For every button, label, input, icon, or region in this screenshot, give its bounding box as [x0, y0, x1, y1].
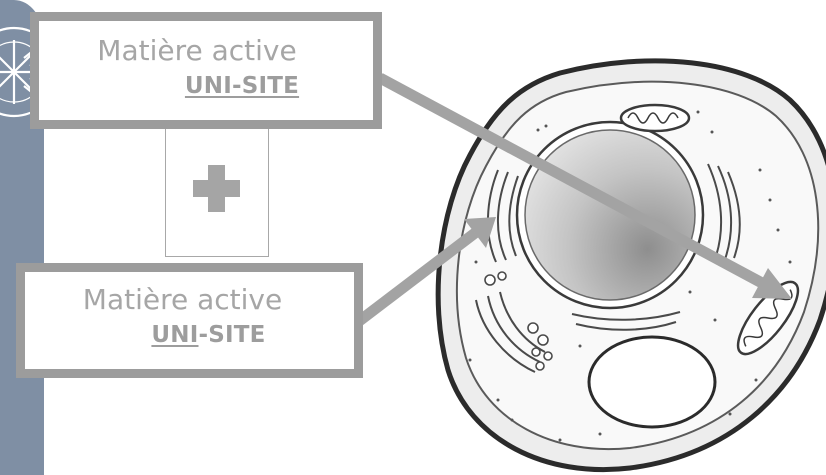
active-substance-box-top: Matière active UNI-SITE	[30, 12, 382, 129]
box-top-subtitle: UNI-SITE	[39, 73, 373, 99]
endoplasmic-reticulum-left	[487, 169, 519, 263]
active-substance-box-bottom: Matière active UNI-SITE	[16, 263, 363, 378]
plus-connector-box	[165, 109, 269, 257]
arrow-top-to-mitochondrion	[377, 73, 792, 299]
nucleus	[524, 129, 696, 301]
mitochondrion-top	[619, 103, 691, 133]
box-bottom-subtitle-rest: -SITE	[198, 322, 266, 348]
mitochondrion-right	[736, 280, 800, 356]
box-top-subtitle-underlined: UNI-SITE	[184, 73, 300, 99]
vacuole	[587, 335, 717, 429]
box-bottom-subtitle: UNI-SITE	[25, 322, 354, 348]
vesicles	[484, 271, 553, 371]
endoplasmic-reticulum-right	[707, 163, 741, 263]
box-bottom-subtitle-underlined: UNI	[151, 322, 199, 348]
er-bottom	[571, 311, 681, 331]
plus-icon	[193, 165, 240, 212]
arrow-bottom-to-reticulum	[354, 217, 496, 327]
box-bottom-title: Matière active	[82, 283, 283, 316]
box-top-title: Matière active	[97, 34, 297, 67]
cell-illustration	[435, 58, 826, 473]
ribosomes	[468, 110, 792, 442]
